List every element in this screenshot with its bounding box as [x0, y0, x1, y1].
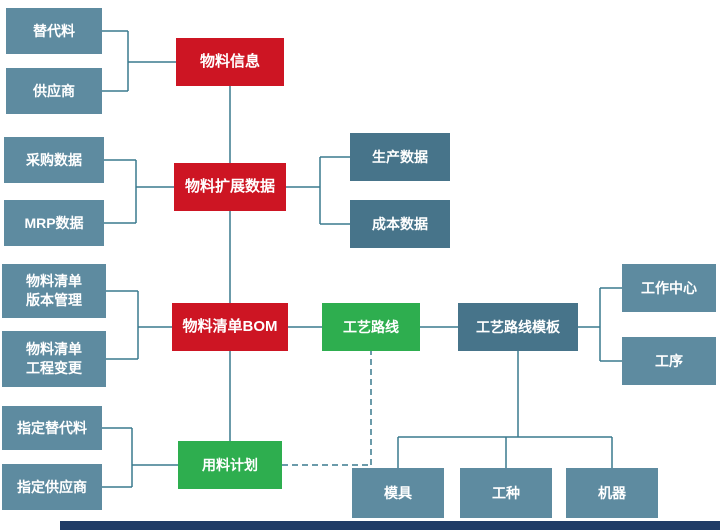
node-bom-engineering-change: 物料清单 工程变更 — [2, 331, 106, 387]
node-designated-supplier: 指定供应商 — [2, 464, 102, 510]
node-usage-plan: 用料计划 — [178, 441, 282, 489]
node-designated-substitute: 指定替代料 — [2, 406, 102, 450]
connector-usage-plan-to-process-route-dashed — [282, 351, 372, 466]
node-process-route: 工艺路线 — [322, 303, 420, 351]
node-material-extended-data: 物料扩展数据 — [174, 163, 286, 211]
footer-bar — [60, 521, 720, 530]
node-operation: 工序 — [622, 337, 716, 385]
node-production-data: 生产数据 — [350, 133, 450, 181]
connector-template-to-workcenter-operation — [578, 287, 622, 362]
connector-substitute-supplier-to-material-info — [102, 30, 176, 92]
connector-material-extended-to-production-cost — [286, 156, 350, 225]
connector-purchase-mrp-to-material-extended — [104, 159, 174, 224]
node-machine: 机器 — [566, 468, 658, 518]
connector-designated-to-usage-plan — [102, 427, 178, 488]
node-bom: 物料清单BOM — [172, 303, 288, 351]
node-bom-version-management: 物料清单 版本管理 — [2, 264, 106, 318]
node-work-type: 工种 — [460, 468, 552, 518]
node-purchase-data: 采购数据 — [4, 137, 104, 183]
connector-template-to-mold-worktype-machine — [397, 351, 613, 468]
node-supplier: 供应商 — [6, 68, 102, 114]
node-mold: 模具 — [352, 468, 444, 518]
node-route-template: 工艺路线模板 — [458, 303, 578, 351]
node-material-info: 物料信息 — [176, 38, 284, 86]
node-substitute-material: 替代料 — [6, 8, 102, 54]
node-cost-data: 成本数据 — [350, 200, 450, 248]
node-work-center: 工作中心 — [622, 264, 716, 312]
connector-bom-version-change-to-bom — [106, 290, 172, 360]
node-mrp-data: MRP数据 — [4, 200, 104, 246]
